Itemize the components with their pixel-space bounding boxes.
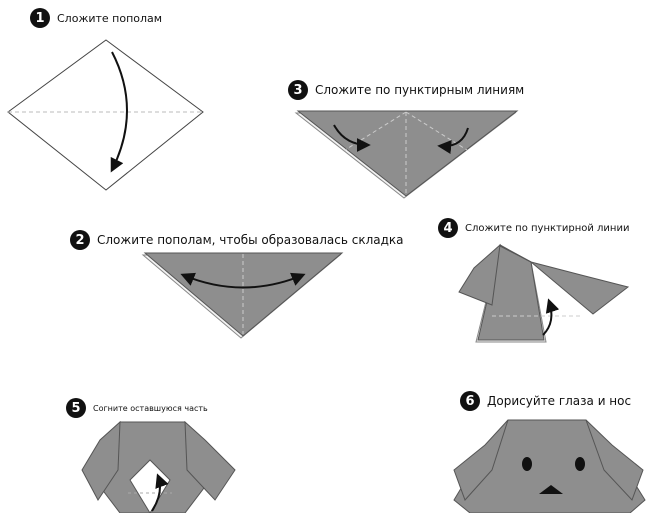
fold-up-arrow-icon (543, 301, 551, 335)
right-ear (531, 262, 628, 314)
step-1-diagram (8, 40, 203, 190)
step-2-diagram (143, 253, 342, 338)
step-4-diagram (459, 245, 628, 342)
step-5-diagram (82, 422, 235, 513)
right-eye (575, 457, 585, 471)
step-6-diagram (454, 420, 645, 513)
left-eye (522, 457, 532, 471)
step-3-diagram (296, 111, 517, 198)
